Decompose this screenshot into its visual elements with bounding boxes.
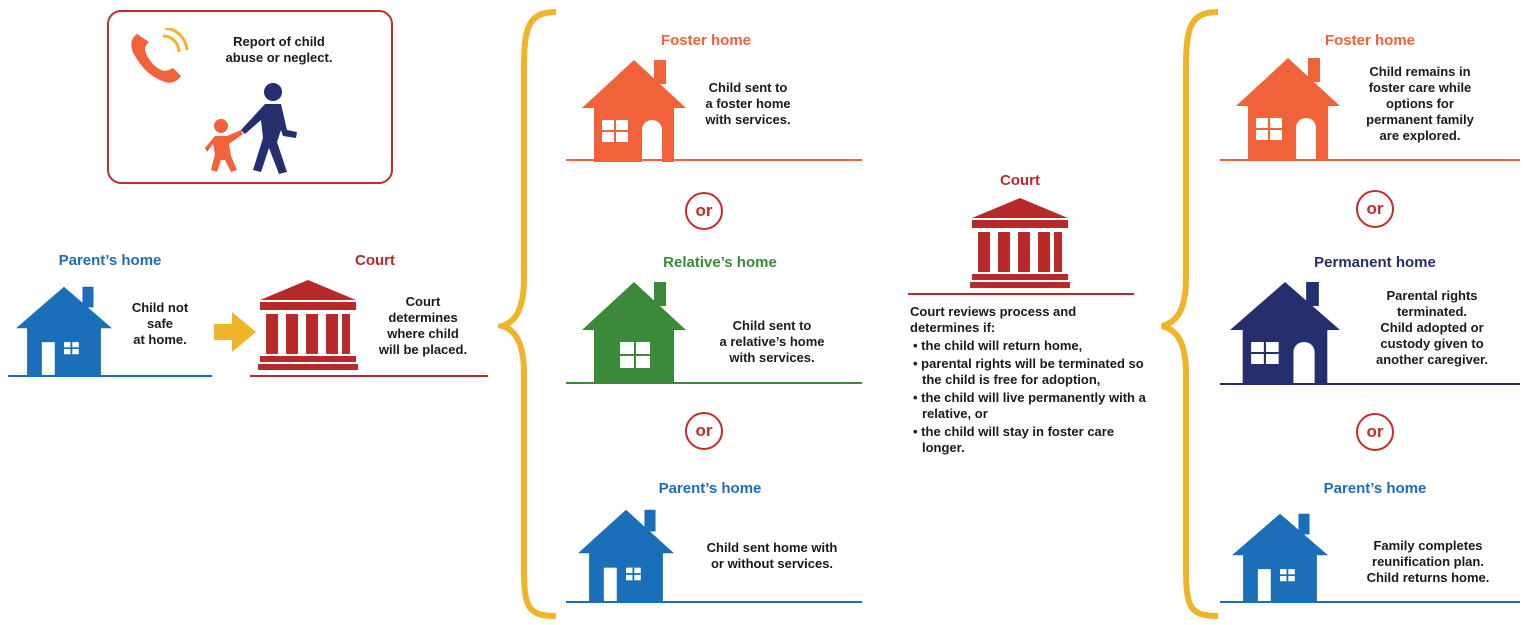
start-underline [8,375,212,377]
outcome-parent-underline [1220,601,1520,603]
outcome-parent-title: Parent’s home [1323,480,1427,497]
parent-house-icon [578,508,674,602]
parent-house-icon [1232,512,1328,602]
court2-desc: Court reviews process and determines if:… [910,304,1150,456]
placement-relative-underline [566,382,862,384]
arrow-right-icon [214,312,256,352]
court2-bullet: the child will stay in foster care longe… [910,424,1150,456]
phone-icon [131,28,189,83]
or-badge: or [1356,190,1394,228]
or-badge: or [1356,413,1394,451]
foster-house-icon [1236,56,1340,160]
placement-parent-title: Parent’s home [658,480,762,497]
placement-parent-underline [566,601,862,603]
or-badge: or [685,192,723,230]
placement-relative-title: Relative’s home [663,254,777,271]
outcome-permanent-title: Permanent home [1314,254,1436,271]
placement-foster-underline [566,159,862,161]
permanent-house-icon [1230,280,1340,384]
placement-foster-desc: Child sent to a foster home with service… [705,80,791,127]
placement-foster-title: Foster home [660,32,751,49]
or-badge: or [685,412,723,450]
court2-bullet: the child will live permanently with a r… [910,390,1150,422]
report-box: Report of child abuse or neglect. [107,10,393,184]
outcome-permanent-desc: Parental rights terminated. Child adopte… [1376,288,1488,367]
court2-underline [908,293,1134,295]
outcome-foster-underline [1220,159,1520,161]
court1-desc: Court determines where child will be pla… [378,294,468,357]
left-brace [498,9,557,619]
start-title: Parent’s home [58,252,162,269]
court2-title: Court [1000,172,1040,189]
start-desc: Child not safe at home. [131,300,189,347]
courthouse-icon [258,280,358,370]
outcome-foster-desc: Child remains in foster care while optio… [1366,64,1474,143]
courthouse-icon [970,198,1070,288]
court2-bullet-list: the child will return home, parental rig… [910,338,1150,456]
court2-intro: Court reviews process and determines if: [910,304,1077,335]
outcome-foster-title: Foster home [1324,32,1415,49]
court1-underline [250,375,488,377]
court2-bullet: the child will return home, [910,338,1150,354]
foster-house-icon [582,58,686,162]
court1-title: Court [355,252,395,269]
right-brace [1161,9,1219,619]
relative-house-icon [582,280,686,384]
report-text: Report of child abuse or neglect. [225,34,333,65]
parent-house-icon [16,285,112,375]
outcome-permanent-underline [1220,383,1520,385]
placement-relative-desc: Child sent to a relative’s home with ser… [719,318,825,365]
adult-walking-child-icon [205,83,297,174]
court2-bullet: parental rights will be terminated so th… [910,356,1150,388]
outcome-parent-desc: Family completes reunification plan. Chi… [1366,538,1490,585]
placement-parent-desc: Child sent home with or without services… [706,540,838,571]
